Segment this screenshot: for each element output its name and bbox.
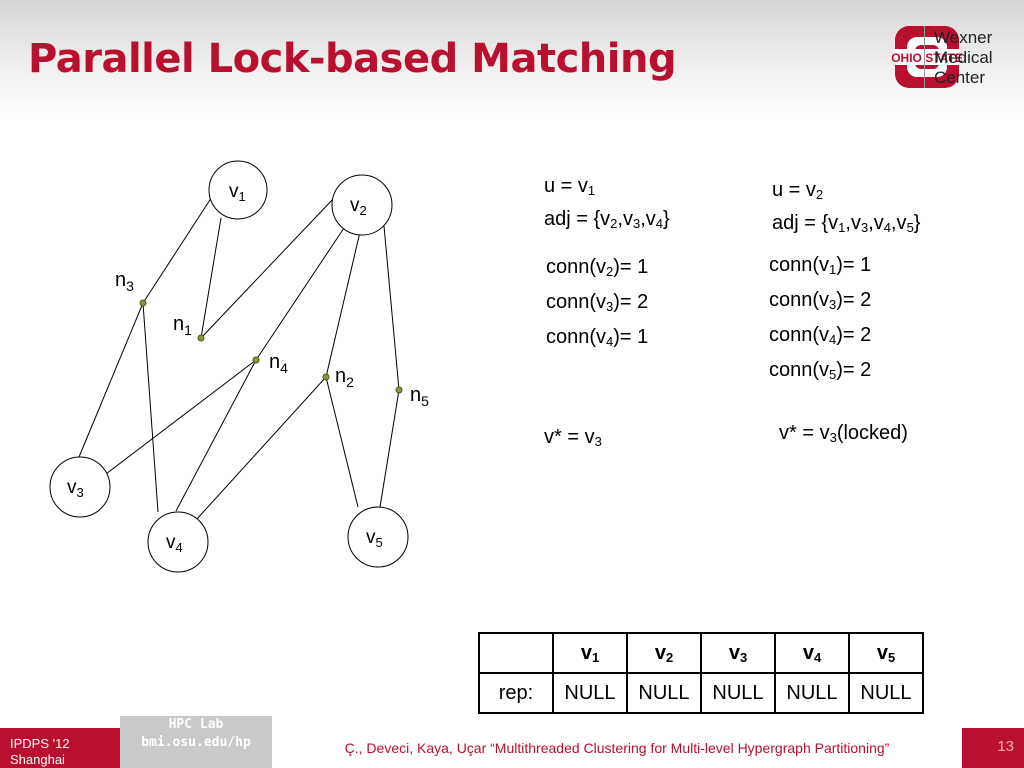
svg-text:n5: n5 bbox=[410, 384, 429, 409]
svg-text:v2: v2 bbox=[350, 195, 367, 218]
right-vstar: v* = v3(locked) bbox=[779, 422, 908, 445]
edge-n3-v3 bbox=[78, 302, 144, 458]
edge-n1-v1 bbox=[200, 217, 222, 339]
rep-table-corner bbox=[478, 632, 554, 674]
left-conn-item: conn(v4)= 1 bbox=[546, 326, 649, 349]
graph-edges bbox=[78, 185, 400, 521]
left-vstar: v* = v3 bbox=[544, 426, 602, 449]
rep-header-cell: v3 bbox=[700, 632, 776, 674]
vertex-v2: v2 bbox=[331, 174, 393, 236]
right-conn-item: conn(v3)= 2 bbox=[769, 289, 872, 312]
rep-row-label: rep: bbox=[478, 672, 554, 714]
right-u-adj: u = v2 adj = {v1,v3,v4,v5} bbox=[772, 176, 920, 242]
right-conn-item: conn(v5)= 2 bbox=[769, 359, 872, 382]
hypergraph-diagram: v1 v2 v3 v4 v5 n1 n2 n3 n4 n5 bbox=[49, 160, 429, 573]
slide-footer: IPDPS '12 Shanghai HPC Lab bmi.osu.edu/h… bbox=[0, 716, 1024, 768]
right-conn-item: conn(v1)= 1 bbox=[769, 254, 872, 277]
vertex-v3: v3 bbox=[49, 456, 111, 518]
edge-n3-v4 bbox=[142, 302, 159, 513]
svg-text:v5: v5 bbox=[366, 527, 383, 550]
svg-text:n4: n4 bbox=[269, 351, 288, 376]
logo-mark-text: OHIO STATE bbox=[891, 51, 963, 65]
logo-text: Wexner Medical Center bbox=[934, 28, 993, 88]
left-conn-item: conn(v3)= 2 bbox=[546, 291, 649, 314]
net-n4: n4 bbox=[252, 351, 288, 376]
right-u-line: u = v2 bbox=[772, 179, 824, 202]
lab-name: HPC Lab bbox=[168, 717, 224, 732]
venue-line-2: Shanghai bbox=[10, 752, 65, 767]
venue-line-1: IPDPS '12 bbox=[10, 736, 70, 751]
logo-line-1: Wexner bbox=[934, 28, 993, 47]
net-n3: n3 bbox=[115, 269, 147, 307]
page-number: 13 bbox=[997, 738, 1014, 755]
lab-url[interactable]: bmi.osu.edu/hp bbox=[141, 735, 251, 750]
svg-text:v3: v3 bbox=[67, 477, 84, 500]
edge-n3-v1 bbox=[142, 185, 220, 304]
edge-n1-v2 bbox=[200, 197, 335, 339]
rep-table: v1 v2 v3 v4 v5 rep: NULL NULL NULL NULL … bbox=[478, 632, 924, 714]
slide-title: Parallel Lock-based Matching bbox=[28, 36, 677, 82]
left-conn-item: conn(v2)= 1 bbox=[546, 256, 649, 279]
rep-value-cell: NULL bbox=[626, 672, 702, 714]
svg-text:v4: v4 bbox=[166, 532, 183, 555]
logo-divider bbox=[924, 26, 925, 88]
net-n1: n1 bbox=[173, 313, 205, 342]
edge-n4-v3 bbox=[105, 359, 257, 475]
vertex-v5: v5 bbox=[347, 506, 409, 568]
rep-header-cell: v2 bbox=[626, 632, 702, 674]
edge-n5-v2 bbox=[383, 225, 400, 391]
net-n2: n2 bbox=[322, 365, 354, 390]
rep-value-cell: NULL bbox=[848, 672, 924, 714]
vertex-v4: v4 bbox=[147, 511, 209, 573]
left-u-adj: u = v1 adj = {v2,v3,v4} bbox=[544, 172, 670, 238]
edge-n5-v5 bbox=[379, 389, 400, 508]
edge-n4-v2 bbox=[255, 227, 345, 361]
edge-n2-v5 bbox=[325, 376, 359, 508]
right-conn-list: conn(v1)= 1 conn(v3)= 2 conn(v4)= 2 conn… bbox=[769, 250, 871, 390]
edge-n2-v2 bbox=[325, 231, 361, 378]
rep-table-header-row: v1 v2 v3 v4 v5 bbox=[478, 632, 924, 674]
footer-lab-box: HPC Lab bmi.osu.edu/hp bbox=[120, 716, 272, 768]
edge-n4-v4 bbox=[175, 359, 257, 512]
rep-header-cell: v1 bbox=[552, 632, 628, 674]
vertex-v1: v1 bbox=[208, 160, 268, 220]
svg-text:n1: n1 bbox=[173, 313, 192, 338]
ohio-state-logo-icon: OHIO STATE bbox=[891, 26, 963, 88]
left-u-line: u = v1 bbox=[544, 175, 596, 198]
left-adj-line: adj = {v2,v3,v4} bbox=[544, 208, 670, 231]
svg-text:v1: v1 bbox=[229, 181, 246, 204]
footer-citation: Ç., Deveci, Kaya, Uçar “Multithreaded Cl… bbox=[272, 728, 962, 768]
net-n5: n5 bbox=[395, 384, 429, 409]
right-conn-item: conn(v4)= 2 bbox=[769, 324, 872, 347]
rep-table-row: rep: NULL NULL NULL NULL NULL bbox=[478, 672, 924, 714]
rep-value-cell: NULL bbox=[700, 672, 776, 714]
left-conn-list: conn(v2)= 1 conn(v3)= 2 conn(v4)= 1 bbox=[546, 252, 648, 357]
logo-line-2: Medical bbox=[934, 48, 993, 67]
svg-text:n3: n3 bbox=[115, 269, 134, 294]
rep-header-cell: v5 bbox=[848, 632, 924, 674]
rep-value-cell: NULL bbox=[552, 672, 628, 714]
edge-n2-v4 bbox=[195, 376, 327, 521]
svg-text:n2: n2 bbox=[335, 365, 354, 390]
right-adj-line: adj = {v1,v3,v4,v5} bbox=[772, 212, 921, 235]
footer-venue: IPDPS '12 Shanghai bbox=[10, 736, 70, 768]
logo-line-3: Center bbox=[934, 68, 986, 87]
header-band bbox=[0, 0, 1024, 120]
rep-value-cell: NULL bbox=[774, 672, 850, 714]
rep-header-cell: v4 bbox=[774, 632, 850, 674]
